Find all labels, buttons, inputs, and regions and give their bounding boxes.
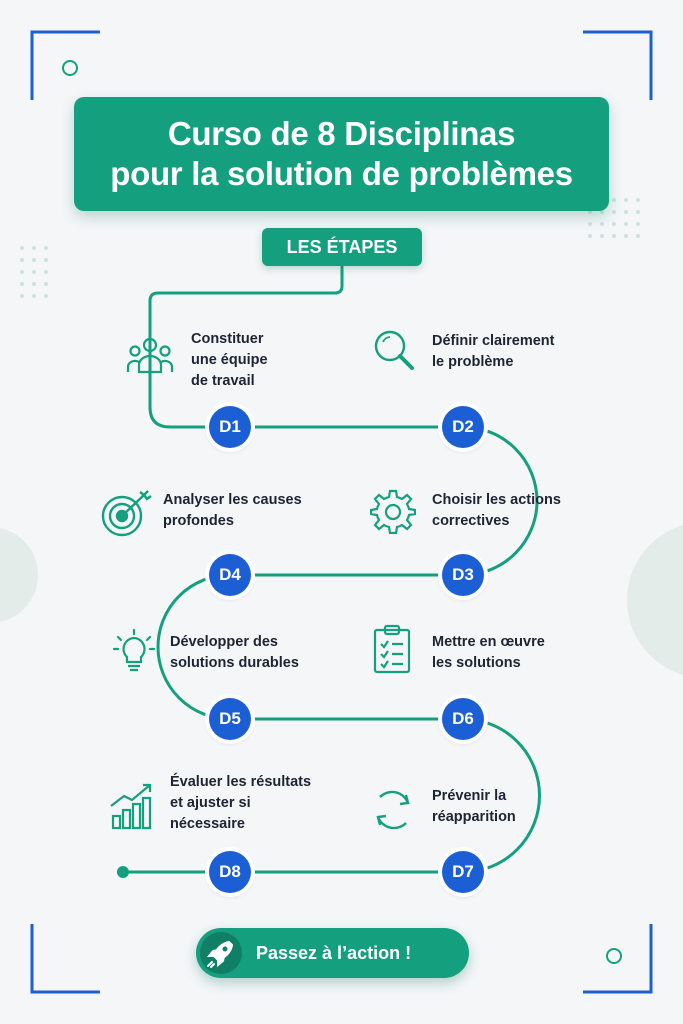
steps-heading: LES ÉTAPES — [262, 228, 422, 266]
corner-frame-top-right — [583, 30, 653, 100]
step-label-d2: Définir clairement le problème — [432, 333, 555, 370]
corner-frame-bottom-right — [583, 924, 653, 994]
magnifier-icon — [374, 330, 414, 370]
step-label-d8: Évaluer les résultats et ajuster si néce… — [170, 774, 312, 832]
target-icon — [101, 490, 152, 537]
step-node-d3: D3 — [442, 554, 484, 596]
step-node-d5: D5 — [209, 698, 251, 740]
path-end-dot — [117, 866, 129, 878]
rocket-icon-badge — [200, 932, 242, 974]
cycle-arrows-icon — [376, 790, 410, 830]
lightbulb-icon — [112, 628, 156, 672]
clipboard-checklist-icon — [373, 624, 411, 674]
step-node-d4: D4 — [209, 554, 251, 596]
step-label-d7: Prévenir la réapparition — [432, 788, 516, 825]
step-label-d5: Développer des solutions durables — [170, 634, 299, 671]
corner-frame-top-left — [30, 30, 100, 100]
step-label-d1: Constituer une équipe de travail — [191, 331, 268, 389]
step-node-d6: D6 — [442, 698, 484, 740]
title-banner: Curso de 8 Disciplinas pour la solution … — [74, 97, 609, 211]
step-label-d4: Analyser les causes profondes — [163, 492, 302, 529]
call-to-action-label: Passez à l’action ! — [256, 943, 412, 963]
title-line-2: pour la solution de problèmes — [110, 155, 573, 192]
process-path — [123, 425, 541, 874]
decor-circle-left — [0, 528, 38, 622]
decor-ring-top-left — [62, 60, 78, 76]
decor-circle-right — [627, 525, 683, 675]
step-label-d6: Mettre en œuvre les solutions — [432, 634, 545, 671]
step-node-d2: D2 — [442, 406, 484, 448]
call-to-action-button[interactable]: Passez à l’action ! — [196, 928, 469, 978]
decor-ring-bottom-right — [606, 948, 622, 964]
step-node-d8: D8 — [209, 851, 251, 893]
step-node-d1: D1 — [209, 406, 251, 448]
team-icon — [126, 337, 174, 374]
step-label-d3: Choisir les actions correctives — [432, 492, 561, 529]
dot-grid-left — [20, 246, 48, 298]
bar-chart-growth-icon — [110, 783, 152, 830]
title-line-1: Curso de 8 Disciplinas — [167, 115, 516, 152]
gear-icon — [370, 489, 416, 534]
step-node-d7: D7 — [442, 851, 484, 893]
corner-frame-bottom-left — [30, 924, 100, 994]
rocket-icon — [206, 940, 234, 968]
connector-path — [148, 266, 344, 429]
